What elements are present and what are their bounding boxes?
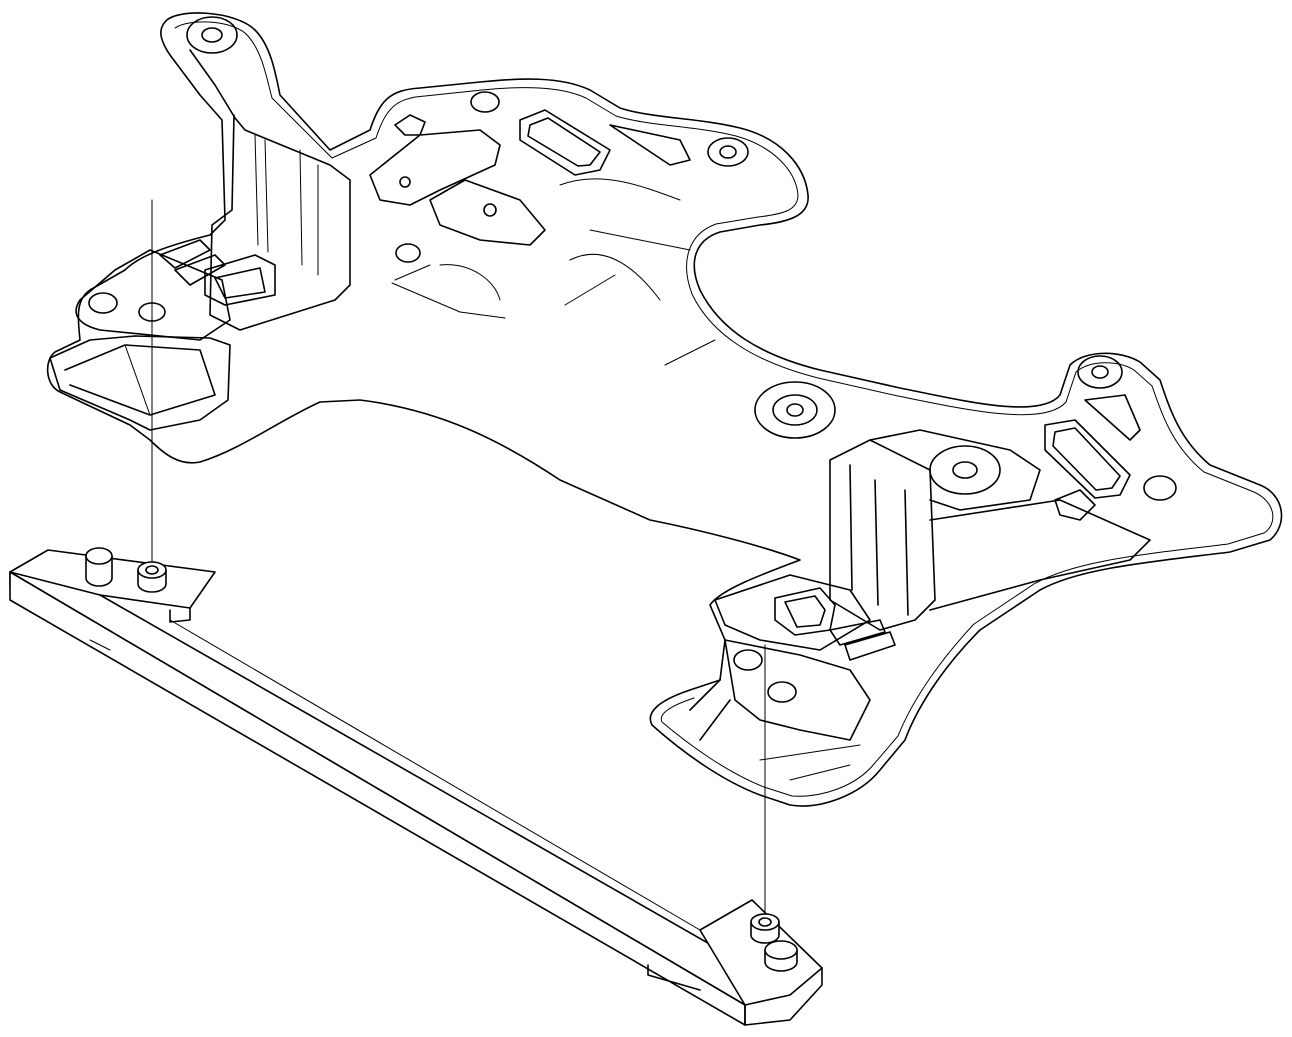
bushing-left-2-hole [145, 565, 159, 575]
subframe-inner-outline [174, 21, 1274, 797]
left-box-edge [124, 344, 151, 416]
center-small-hole [395, 243, 421, 263]
top-boss-right [707, 137, 749, 167]
brace-left-pad-side [169, 607, 191, 623]
top-hook [394, 114, 426, 136]
top-boss-left [470, 91, 500, 113]
brace-bar-front [9, 571, 746, 1026]
top-slot [519, 109, 611, 176]
right-hook [1054, 489, 1096, 521]
bushing-right-1-top [750, 913, 780, 931]
right-tower [829, 439, 936, 631]
right-tower-boss-hole [952, 461, 978, 479]
rear-center-boss [754, 381, 836, 439]
right-slot-group [774, 587, 896, 661]
left-mount-plate [75, 249, 231, 341]
left-mount-hole-1 [88, 292, 118, 314]
right-bushings [750, 913, 798, 972]
bushing-left-2-top [137, 561, 167, 579]
right-mount-hole-1 [733, 649, 763, 671]
right-tower-upper [869, 429, 1151, 611]
left-tower-boss-hole [201, 27, 223, 43]
cross-brace [9, 547, 823, 1026]
brace-right-pad [699, 899, 823, 1006]
center-recess-hole [483, 203, 497, 217]
right-slot [1044, 419, 1131, 499]
left-tower-arm [189, 49, 351, 331]
right-mount-hole-2 [767, 681, 797, 703]
brace-right-pad-side [744, 967, 823, 1026]
right-triangle-cutout [1084, 394, 1141, 441]
left-slot-group [159, 239, 276, 306]
left-bushings [85, 547, 167, 593]
bushing-left-1-top [85, 547, 113, 565]
right-rear-boss [1077, 355, 1123, 389]
subframe [46, 12, 1283, 807]
rear-center-boss-inner [772, 394, 818, 426]
left-lower-box [49, 335, 231, 431]
brace-back-edge [169, 619, 701, 931]
right-mount-plate [714, 574, 871, 651]
right-rear-boss-hole [1091, 365, 1109, 379]
center-recess [429, 179, 546, 246]
center-pad [369, 129, 501, 206]
center-crease-lines [391, 178, 716, 366]
brace-underside [647, 964, 701, 991]
brace-under-left [89, 639, 111, 651]
top-triangle-cutout [609, 124, 691, 166]
left-tower-boss [186, 16, 238, 54]
subframe-outer-outline [46, 12, 1283, 807]
bushing-right-1-hole [758, 917, 772, 927]
center-pad-hole [399, 176, 411, 188]
right-lower-box [689, 639, 871, 741]
left-tower-ribs [254, 134, 319, 276]
top-boss-right-hole [719, 145, 737, 159]
right-lower-edge [759, 744, 861, 781]
bushing-right-2-top [764, 940, 798, 960]
right-tower-boss [929, 445, 1001, 495]
right-rear-small-boss [1143, 475, 1177, 501]
brace-bar-top [9, 571, 791, 1006]
rear-center-boss-hole [786, 403, 804, 417]
